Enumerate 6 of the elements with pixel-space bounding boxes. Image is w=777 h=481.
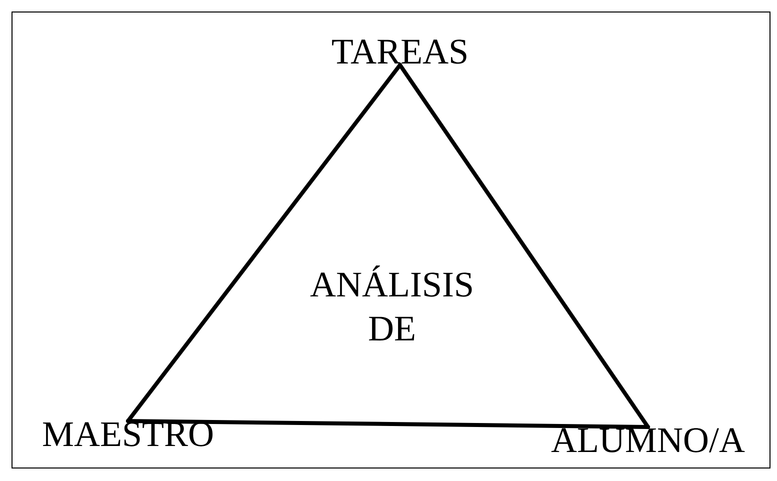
vertex-label: ALUMNO/A [551, 428, 745, 452]
triangle-side [126, 418, 650, 429]
vertex-label: TAREAS [332, 40, 466, 64]
vertex-label: MAESTRO [43, 422, 213, 446]
triangle-side [398, 62, 650, 429]
center-label: ANÁLISIS DE [310, 266, 472, 340]
